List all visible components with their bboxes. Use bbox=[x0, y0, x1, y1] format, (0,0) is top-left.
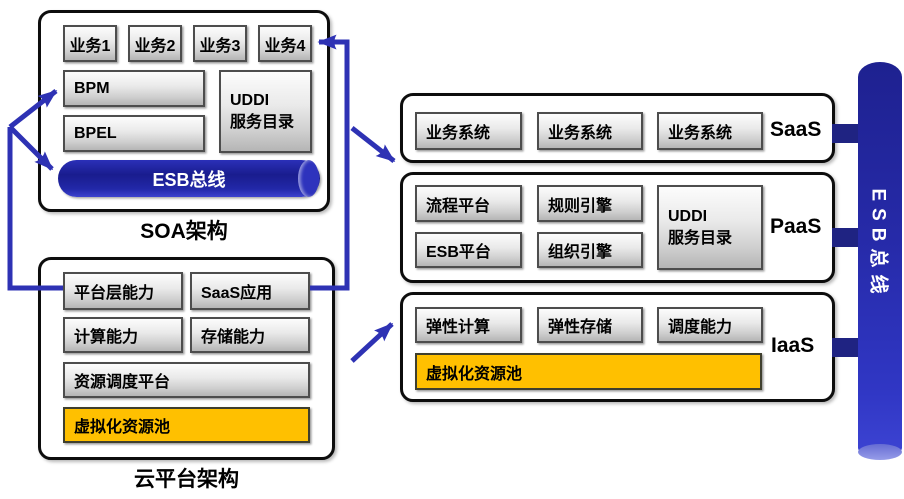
paas-box-label: 组织引擎 bbox=[548, 244, 613, 261]
soa-service-box-2: 业务2 bbox=[128, 25, 182, 62]
soa-uddi-box: UDDI 服务目录 bbox=[219, 70, 312, 153]
paas-bus-connector bbox=[832, 228, 860, 247]
uddi-label-line1: UDDI bbox=[668, 207, 708, 225]
paas-box-label: 规则引擎 bbox=[548, 197, 613, 215]
soa-service-label: 业务2 bbox=[134, 37, 176, 55]
paas-rule-engine-box: 规则引擎 bbox=[537, 185, 643, 222]
paas-org-engine-box: 组织引擎 bbox=[537, 232, 643, 268]
arrow-soa-to-saas bbox=[350, 126, 396, 163]
soa-service-label: 业务4 bbox=[264, 37, 306, 55]
bpel-label: BPEL bbox=[74, 124, 117, 142]
esb-bus-cylinder-bottom-cap bbox=[858, 444, 902, 460]
business-system-label: 业务系统 bbox=[548, 125, 613, 142]
saas-business-box-3: 业务系统 bbox=[657, 112, 763, 150]
paas-uddi-box: UDDI 服务目录 bbox=[657, 185, 763, 270]
saas-business-box-2: 业务系统 bbox=[537, 112, 643, 150]
paas-box-label: 流程平台 bbox=[426, 197, 491, 215]
cloud-scheduler-box: 资源调度平台 bbox=[63, 362, 310, 398]
iaas-scheduling-box: 调度能力 bbox=[657, 307, 763, 343]
iaas-box-label: 弹性计算 bbox=[426, 319, 491, 336]
arrow-cloud-to-iaas bbox=[350, 322, 394, 363]
cloud-box-label: 存储能力 bbox=[201, 329, 266, 346]
paas-process-platform-box: 流程平台 bbox=[415, 185, 522, 222]
soa-service-box-4: 业务4 bbox=[258, 25, 312, 62]
cloud-saas-app-box: SaaS应用 bbox=[190, 272, 310, 310]
iaas-bus-connector bbox=[832, 338, 860, 357]
soa-esb-cylinder: ESB总线 bbox=[58, 160, 320, 197]
iaas-virtual-pool-box: 虚拟化资源池 bbox=[415, 353, 762, 390]
saas-bus-connector bbox=[832, 124, 860, 143]
cloud-platform-capability-box: 平台层能力 bbox=[63, 272, 183, 310]
iaas-box-label: 弹性存储 bbox=[548, 319, 613, 336]
soa-title: SOA架构 bbox=[140, 220, 228, 243]
cloud-box-label: 计算能力 bbox=[74, 329, 139, 346]
cloud-virtual-pool-box: 虚拟化资源池 bbox=[63, 407, 310, 443]
paas-box-label: ESB平台 bbox=[426, 244, 491, 261]
esb-bus-cylinder: ESB总线 bbox=[858, 62, 902, 452]
iaas-box-label: 调度能力 bbox=[668, 319, 733, 336]
iaas-elastic-storage-box: 弹性存储 bbox=[537, 307, 643, 343]
uddi-label-line2: 服务目录 bbox=[668, 229, 733, 247]
soa-service-box-3: 业务3 bbox=[193, 25, 247, 62]
soa-service-box-1: 业务1 bbox=[63, 25, 117, 62]
iaas-elastic-compute-box: 弹性计算 bbox=[415, 307, 522, 343]
pool-label: 虚拟化资源池 bbox=[74, 419, 171, 436]
pool-label: 虚拟化资源池 bbox=[426, 365, 523, 383]
uddi-label-line2: 服务目录 bbox=[230, 113, 295, 131]
iaas-layer-label: IaaS bbox=[771, 334, 815, 357]
cloud-compute-box: 计算能力 bbox=[63, 317, 183, 353]
saas-layer-label: SaaS bbox=[770, 118, 822, 141]
saas-business-box-1: 业务系统 bbox=[415, 112, 522, 150]
bpm-label: BPM bbox=[74, 79, 110, 97]
esb-bus-label: ESB总线 bbox=[867, 187, 889, 301]
uddi-label-line1: UDDI bbox=[230, 91, 270, 109]
cloud-title: 云平台架构 bbox=[134, 468, 239, 491]
business-system-label: 业务系统 bbox=[668, 125, 733, 142]
cloud-box-label: 平台层能力 bbox=[74, 285, 155, 302]
paas-esb-platform-box: ESB平台 bbox=[415, 232, 522, 268]
bpm-box: BPM bbox=[63, 70, 205, 107]
cylinder-cap bbox=[298, 160, 319, 197]
bpel-box: BPEL bbox=[63, 115, 205, 152]
cloud-box-label: 资源调度平台 bbox=[74, 374, 171, 391]
soa-esb-label: ESB总线 bbox=[152, 169, 226, 190]
soa-service-label: 业务3 bbox=[199, 37, 241, 55]
business-system-label: 业务系统 bbox=[426, 125, 491, 142]
soa-service-label: 业务1 bbox=[69, 37, 111, 55]
cloud-box-label: SaaS应用 bbox=[201, 285, 273, 302]
paas-layer-label: PaaS bbox=[770, 215, 822, 238]
cloud-storage-box: 存储能力 bbox=[190, 317, 310, 353]
